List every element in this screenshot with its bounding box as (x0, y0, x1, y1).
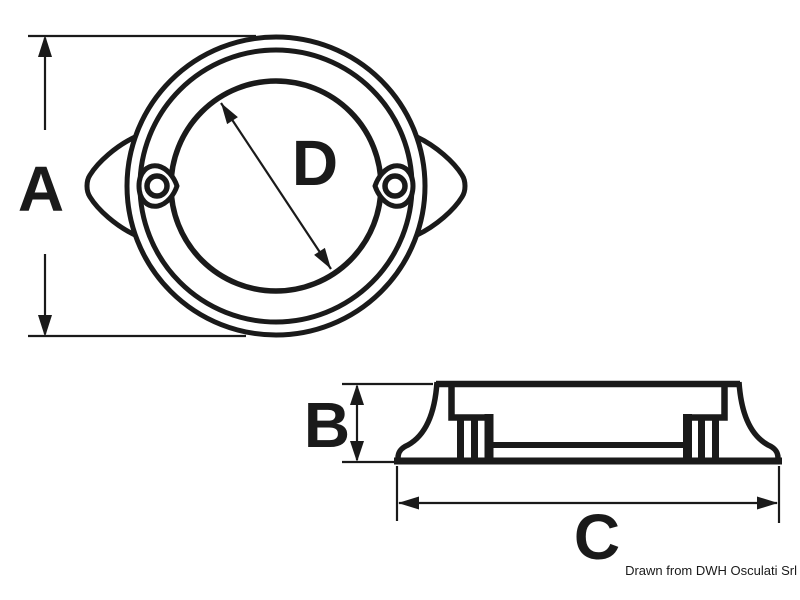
dim-c-arrowhead-right (757, 496, 778, 510)
top-view (84, 34, 468, 338)
dim-b-arrowhead-top (350, 384, 364, 405)
dim-c-arrowhead-left (398, 496, 419, 510)
dimension-d: D (220, 102, 338, 270)
left-step (448, 383, 491, 421)
dimension-c: C (395, 466, 781, 573)
dim-a-label: A (18, 153, 64, 225)
side-view (394, 380, 782, 465)
right-ear-tab (415, 134, 468, 238)
credit-text: Drawn from DWH Osculati Srl (625, 563, 797, 578)
dimension-a: A (18, 34, 256, 338)
profile-right-flare (736, 381, 781, 459)
left-ear-tab (84, 134, 137, 238)
dim-d-arrowhead-upper (221, 103, 238, 125)
left-screw-hole (144, 173, 170, 199)
dim-b-arrowhead-bottom (350, 441, 364, 462)
dim-a-arrowhead-top (38, 35, 52, 57)
outer-circle (124, 34, 428, 338)
profile-left-flare (395, 381, 440, 459)
dim-a-arrowhead-bottom (38, 315, 52, 337)
dim-b-label: B (304, 389, 350, 461)
right-step (685, 383, 728, 421)
dim-d-label: D (292, 127, 338, 199)
dim-c-label: C (574, 501, 620, 573)
dim-d-line (220, 102, 332, 270)
right-screw-hole (382, 173, 408, 199)
dim-d-arrowhead-lower (314, 247, 331, 269)
dimension-b: B (304, 382, 433, 464)
